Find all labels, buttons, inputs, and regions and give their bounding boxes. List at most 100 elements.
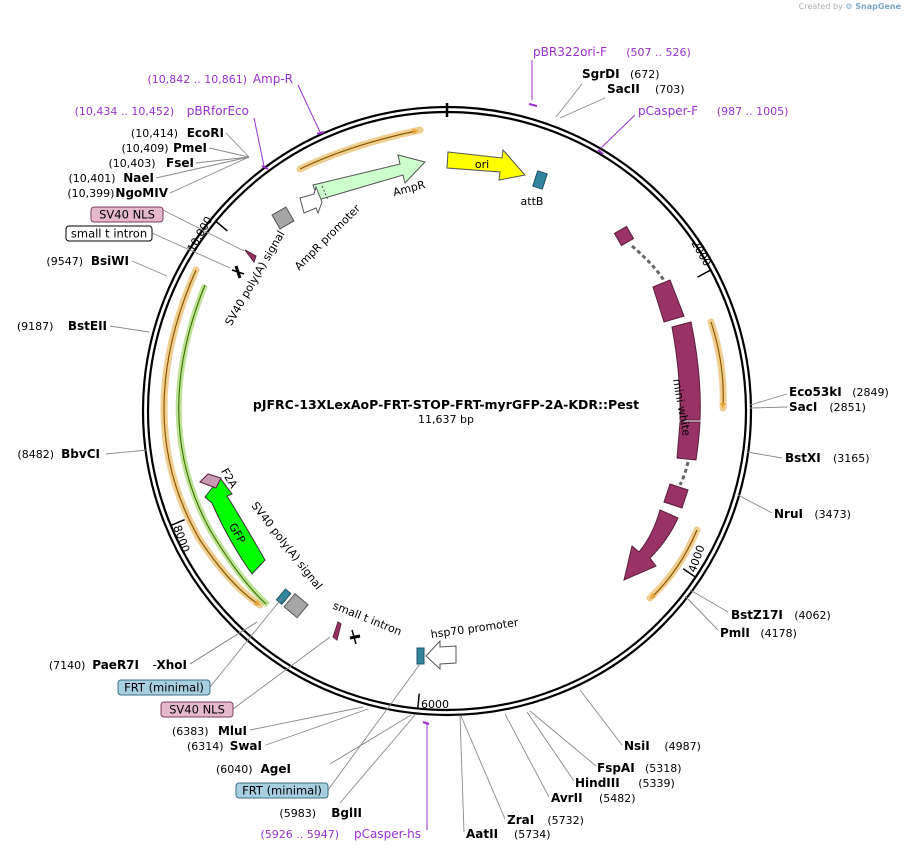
enzyme-position: (10,401) (69, 172, 116, 185)
enzyme-name: NgoMIV (115, 186, 168, 200)
enzyme-position: (6314) (187, 740, 224, 753)
sv40-polya-bottom-label: SV40 poly(A) signal (249, 500, 325, 593)
enzyme-position: (703) (655, 83, 685, 96)
boxed-label-text: SV40 NLS (99, 208, 155, 222)
primer-name: pBRforEco (187, 104, 249, 118)
enzyme-name: BglII (331, 806, 362, 820)
feature-gfp: GFP (204, 477, 266, 575)
enzyme-name: PmeI (173, 141, 207, 155)
orf-white-arrow (710, 321, 727, 409)
primer-mark (316, 131, 325, 135)
ruler-tick-6000 (416, 693, 420, 709)
enzyme-position: (4062) (794, 609, 831, 622)
enzyme-name: XhoI (156, 658, 187, 672)
enzyme-position: (672) (630, 68, 660, 81)
primer-range: (5926 .. 5947) (260, 828, 339, 841)
primer-range: (10,434 .. 10,452) (75, 105, 175, 118)
primer-mark (597, 149, 604, 155)
enzyme-position: (10,409) (122, 142, 169, 155)
enzyme-connector-agei (329, 714, 412, 765)
enzyme-position: (5734) (514, 828, 551, 841)
enzyme-hindiii: HindIII (5339) (575, 776, 675, 790)
enzyme-drui: NruI(3473) (774, 507, 851, 521)
ori-arrow (446, 148, 526, 181)
boxed-label-connector (327, 663, 421, 791)
enzyme-position: (10,414) (131, 127, 178, 140)
sv40-nls-top-mark (244, 249, 257, 264)
feature-attb: attB (521, 170, 548, 208)
small-t-intron-bottom-label: small t intron (331, 599, 404, 638)
enzyme-name: NaeI (123, 171, 154, 185)
enzyme-connector-zrai (460, 715, 506, 820)
enzyme-connector-bstxi (746, 451, 783, 459)
mini-white-exon-2 (652, 279, 685, 323)
enzyme-mlui: MluI (6383) (172, 724, 247, 738)
orf-amp-r-arrow (299, 128, 419, 170)
enzyme-ngomiv: NgoMIV(10,399) (67, 186, 168, 200)
site-labels: SgrDI(672)SacII(703)Eco53kI(2849)SacI(28… (17, 45, 889, 841)
primer-range: (987 .. 1005) (717, 105, 789, 118)
mini-white-exon-4 (676, 421, 701, 461)
enzyme-pmli: PmlI(4178) (720, 626, 797, 640)
enzyme-position: (10,399) (67, 187, 114, 200)
boxed-label-text: SV40 NLS (169, 703, 225, 717)
enzyme-name: FspAI (597, 761, 635, 775)
boxed-label-connector (162, 209, 245, 252)
enzyme-bstz17i: BstZ17I(4062) (731, 608, 831, 622)
small-t-intron-bottom-mark (332, 621, 342, 641)
enzyme-position: (5732) (547, 814, 584, 827)
boxed-label-box (235, 782, 329, 799)
enzyme-name: MluI (218, 724, 247, 738)
enzyme-connector-avrii (504, 713, 550, 798)
gfp-2a-arc-line (178, 284, 267, 605)
enzyme-bstxi: BstXI(3165) (785, 451, 870, 465)
mini-white-exon-3 (671, 321, 701, 421)
plasmid-name: pJFRC-13XLexAoP-FRT-STOP-FRT-myrGFP-2A-K… (253, 397, 639, 412)
orf-white-2-arrow (649, 529, 698, 600)
enzyme-name: BsiWI (91, 254, 129, 268)
attb-label: attB (521, 195, 544, 208)
feature-ampr-promoter: AmpR promoter (292, 185, 363, 273)
enzyme-name: BstEII (68, 319, 107, 333)
enzyme-naei: NaeI (10,401) (69, 171, 154, 185)
enzyme-connector-sgrdi (555, 83, 583, 118)
enzyme-connector-mlui (249, 706, 364, 731)
credit-line: Created by ⚙ SnapGene (799, 2, 901, 11)
enzyme-avrii: AvrII(5482) (551, 791, 636, 805)
primer-name: Amp-R (253, 72, 293, 86)
enzyme-position: (4987) (664, 740, 701, 753)
enzyme-bbvci: BbvCI(8482) (17, 447, 100, 461)
enzyme-position: (6383) (172, 725, 209, 738)
feature-mini-white: mini-white (613, 225, 701, 581)
enzyme-connector-nsii (579, 689, 623, 746)
orf-gfp-arrow (163, 269, 261, 606)
boxed-label-box (160, 701, 234, 718)
enzyme-name: SacI (789, 400, 817, 414)
ampr-promoter-arrow (299, 185, 323, 215)
primer-name: pCasper-hs (354, 827, 421, 841)
enzyme-connector-naei (155, 156, 250, 179)
mini-white-exon-6 (623, 509, 679, 581)
boxed-label-box (65, 225, 153, 242)
boxed-label-text: FRT (minimal) (124, 681, 204, 695)
boxed-label-text: small t intron (71, 227, 147, 241)
enzyme-position: (5482) (599, 792, 636, 805)
enzyme-name: HindIII (575, 776, 620, 790)
enzyme-dash: - (153, 658, 157, 672)
feature-ori: ori (446, 148, 526, 181)
primer-pcasper-f: pCasper-F(987 .. 1005) (597, 104, 789, 155)
enzyme-connector-pmli (684, 595, 719, 631)
boxed-label-connector (209, 597, 283, 688)
mini-white-intron-1 (631, 244, 670, 289)
enzyme-position: (5339) (638, 777, 675, 790)
gfp-arrow (204, 477, 266, 575)
enzyme-connector-bstz17i (689, 589, 729, 613)
enzyme-name: SacII (607, 82, 640, 96)
enzyme-name: Eco53kI (789, 385, 842, 399)
enzyme-ecori: EcoRI(10,414) (131, 126, 224, 140)
feature-ampr: AmpR (312, 154, 427, 201)
attb-box (532, 170, 548, 190)
enzyme-pmei: PmeI (10,409) (122, 141, 207, 155)
enzyme-connector-ecori (225, 132, 250, 158)
